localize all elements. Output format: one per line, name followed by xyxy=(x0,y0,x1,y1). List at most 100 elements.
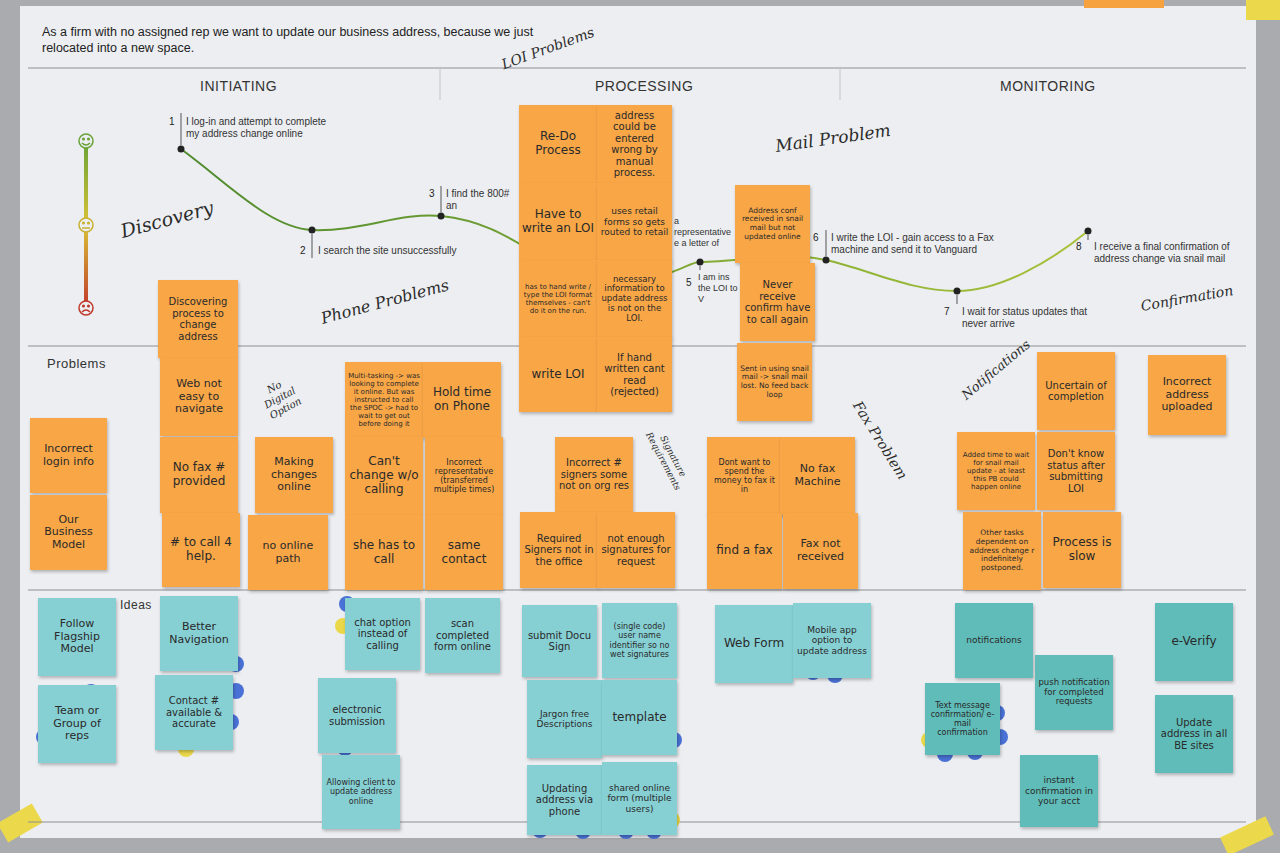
note-text: she has to call xyxy=(348,539,420,567)
idea-note: (single code) user name identifier so no… xyxy=(602,603,677,678)
column-line xyxy=(840,68,841,100)
note-text: Contact # available & accurate xyxy=(158,695,230,730)
note-text: Better Navigation xyxy=(163,621,235,646)
note-text: same contact xyxy=(428,539,500,567)
note-text: Update address in all BE sites xyxy=(1158,717,1230,752)
step-number: 3 xyxy=(429,188,435,200)
problem-note: Incorrect representative (transferred mu… xyxy=(425,437,503,515)
note-text: Allowing client to update address online xyxy=(325,778,397,806)
step-number: 7 xyxy=(944,306,950,318)
section-heading: PROCESSING xyxy=(595,78,693,95)
face-icon xyxy=(79,301,93,315)
note-text: e-Verify xyxy=(1158,635,1230,649)
problem-note: she has to call xyxy=(345,515,423,590)
idea-note: instant confirmation in your acct xyxy=(1020,755,1098,827)
note-text: Making changes online xyxy=(258,456,330,494)
face-icon xyxy=(79,134,93,148)
tape xyxy=(1246,0,1280,20)
note-text: Our Business Model xyxy=(33,514,104,552)
note-text: If hand written cant read (rejected) xyxy=(600,352,669,398)
idea-note: Team or Group of reps xyxy=(38,685,116,763)
idea-note: submit Docu Sign xyxy=(522,605,597,677)
note-text: chat option instead of calling xyxy=(348,617,417,652)
idea-note: Text message confirmation/ e-mail confir… xyxy=(925,683,1000,755)
note-text: Added time to wait for snail mail update… xyxy=(960,451,1032,491)
vote-dots xyxy=(36,596,1008,839)
idea-note: Updating address via phone xyxy=(527,765,602,835)
idea-note: template xyxy=(602,680,677,755)
idea-note: notifications xyxy=(955,603,1033,678)
note-text: has to hand write / type the LOI format … xyxy=(522,283,594,315)
note-text: Uncertain of completion xyxy=(1040,380,1112,403)
step-number: 1 xyxy=(169,116,175,128)
idea-note: Follow Flagship Model xyxy=(38,598,116,676)
problem-note: Never receive confirm have to call again xyxy=(740,263,815,341)
note-text: template xyxy=(605,711,674,725)
problem-note: Can't change w/o calling xyxy=(345,437,423,515)
note-text: Web not easy to navigate xyxy=(163,378,235,416)
problem-note: has to hand write / type the LOI format … xyxy=(519,260,597,338)
problem-note: Hold time on Phone xyxy=(423,362,501,438)
column-line xyxy=(440,68,441,100)
note-text: no online path xyxy=(251,540,325,565)
poster-sheet xyxy=(20,6,1256,838)
idea-note: Update address in all BE sites xyxy=(1155,695,1233,773)
divider-line xyxy=(28,68,1246,69)
note-text: address could be entered wrong by manual… xyxy=(600,110,669,179)
problem-note: Dont want to spend the money to fax it i… xyxy=(707,437,782,515)
problem-note: uses retail forms so gets routed to reta… xyxy=(597,183,672,261)
note-text: Mobile app option to update address xyxy=(796,625,868,656)
note-text: Re-Do Process xyxy=(522,130,594,158)
note-text: find a fax xyxy=(710,544,779,558)
note-text: Never receive confirm have to call again xyxy=(743,279,812,325)
problem-note: find a fax xyxy=(707,513,782,589)
problem-note: Making changes online xyxy=(255,437,333,513)
step-text: I am ins the LOI to V xyxy=(698,272,738,304)
note-text: scan completed form online xyxy=(428,618,497,653)
step-text: I wait for status updates that never arr… xyxy=(962,306,1102,330)
idea-note: Jargon free Descriptions xyxy=(527,680,602,758)
note-text: Incorrect login info xyxy=(33,443,104,468)
section-heading: Ideas xyxy=(120,598,152,612)
note-text: Multi-tasking -> was looking to complete… xyxy=(348,372,420,428)
idea-note: shared online form (multiple users) xyxy=(602,762,677,835)
note-text: Incorrect address uploaded xyxy=(1151,376,1223,414)
problem-note: Other tasks dependent on address change … xyxy=(963,512,1041,590)
step-text: a representative e a letter of xyxy=(674,216,736,248)
problem-note: Incorrect # signers some not on org res xyxy=(555,437,633,512)
problem-note: no online path xyxy=(248,515,328,590)
problem-note: Have to write an LOI xyxy=(519,183,597,261)
idea-note: electronic submission xyxy=(318,678,396,753)
note-text: Can't change w/o calling xyxy=(348,455,420,496)
idea-note: Better Navigation xyxy=(160,596,238,671)
note-text: Have to write an LOI xyxy=(522,208,594,236)
tape xyxy=(0,803,43,842)
note-text: No fax Machine xyxy=(783,463,852,488)
problem-note: write LOI xyxy=(519,337,597,412)
problem-note: Don't know status after submitting LOI xyxy=(1037,432,1115,510)
note-text: Sent in using snail mail -> snail mail l… xyxy=(740,365,809,400)
note-text: Don't know status after submitting LOI xyxy=(1040,448,1112,494)
note-text: Text message confirmation/ e-mail confir… xyxy=(928,701,997,738)
idea-note: push notification for completed requests xyxy=(1035,655,1113,730)
problem-note: necessary information to update address … xyxy=(597,260,672,338)
problem-note: Fax not received xyxy=(783,513,858,589)
divider-line xyxy=(28,590,1246,591)
idea-note: chat option instead of calling xyxy=(345,598,420,670)
note-text: Process is slow xyxy=(1046,536,1118,564)
note-text: not enough signatures for request xyxy=(600,533,672,568)
step-number: 8 xyxy=(1076,241,1082,253)
problem-note: If hand written cant read (rejected) xyxy=(597,337,672,412)
problem-note: Re-Do Process xyxy=(519,105,597,183)
step-text: I receive a final confirmation of addres… xyxy=(1094,241,1244,265)
section-heading: Problems xyxy=(47,356,106,372)
idea-note: Allowing client to update address online xyxy=(322,755,400,829)
problem-note: Incorrect address uploaded xyxy=(1148,355,1226,435)
note-text: Team or Group of reps xyxy=(41,705,113,743)
idea-note: Mobile app option to update address xyxy=(793,603,871,678)
problem-note: Web not easy to navigate xyxy=(160,358,238,436)
problem-note: Sent in using snail mail -> snail mail l… xyxy=(737,343,812,421)
note-text: electronic submission xyxy=(321,704,393,727)
step-text: I write the LOI - gain access to a Fax m… xyxy=(831,232,1031,256)
